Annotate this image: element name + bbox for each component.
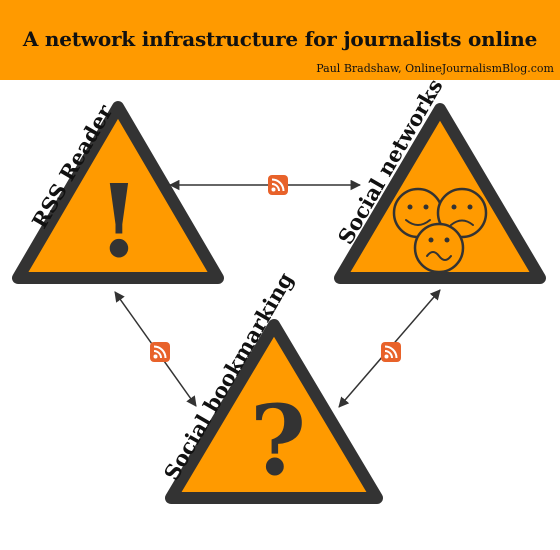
node-rss-reader: ! RSS Reader (12, 100, 224, 284)
node-social-networks: Social networks (333, 74, 546, 284)
header-banner: A network infrastructure for journalists… (0, 0, 560, 80)
exclamation-icon: ! (97, 162, 141, 280)
faces-icon (392, 187, 488, 274)
rss-feed-icon (268, 175, 288, 195)
warning-triangle (165, 319, 383, 504)
warning-triangle (12, 101, 224, 284)
rss-feed-icon (381, 342, 401, 362)
node-social-bookmarking: ? Social bookmarking (159, 268, 383, 504)
rss-feed-icon (150, 342, 170, 362)
question-icon: ? (250, 384, 306, 497)
warning-triangle (334, 103, 546, 284)
page-title: A network infrastructure for journalists… (22, 27, 538, 51)
author-credit: Paul Bradshaw, OnlineJournalismBlog.com (316, 62, 554, 75)
